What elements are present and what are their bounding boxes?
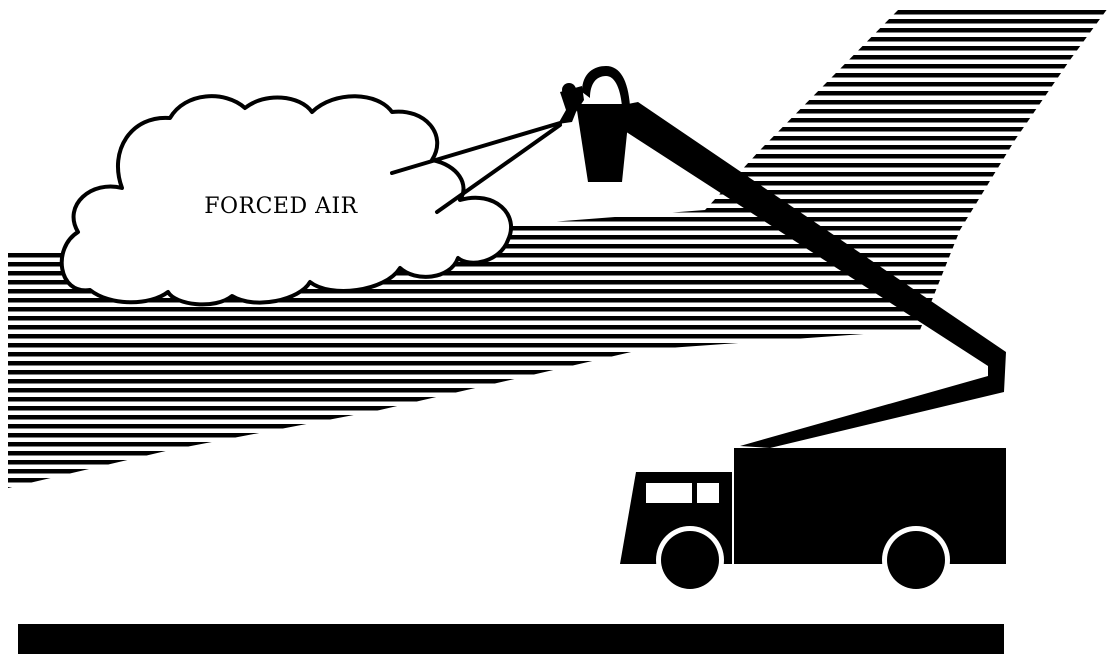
wing-stripe (0, 19, 1116, 24)
wing-stripe (0, 37, 1116, 42)
wing-stripe (0, 64, 1116, 69)
forced-air-cloud: FORCED AIR (62, 96, 511, 304)
cab-window-front (646, 483, 692, 503)
wing-stripe (0, 406, 1116, 411)
deicing-truck (620, 448, 1006, 594)
wing-stripe (0, 442, 1116, 447)
truck-body (734, 448, 1006, 564)
ground-bar (18, 624, 1004, 654)
wing-stripe (0, 82, 1116, 87)
wing-stripe (0, 46, 1116, 51)
wing-stripe (0, 433, 1116, 438)
front-wheel (661, 531, 719, 589)
wing-stripe (0, 73, 1116, 78)
wing-stripe (0, 28, 1116, 33)
wing-stripe (0, 55, 1116, 60)
wing-stripe (0, 343, 1116, 348)
wing-stripe (0, 415, 1116, 420)
wing-stripe (0, 370, 1116, 375)
wing-stripe (0, 307, 1116, 312)
wing-stripe (0, 100, 1116, 105)
wing-stripe (0, 109, 1116, 114)
cab-window-side (697, 483, 719, 503)
cloud-label: FORCED AIR (204, 194, 358, 219)
wing-stripe (0, 361, 1116, 366)
wing-stripe (0, 352, 1116, 357)
wing-stripe (0, 424, 1116, 429)
wing-stripe (0, 379, 1116, 384)
wing-stripe (0, 10, 1116, 15)
rear-wheel (887, 531, 945, 589)
wing-stripe (0, 91, 1116, 96)
wing-stripe (0, 298, 1116, 303)
